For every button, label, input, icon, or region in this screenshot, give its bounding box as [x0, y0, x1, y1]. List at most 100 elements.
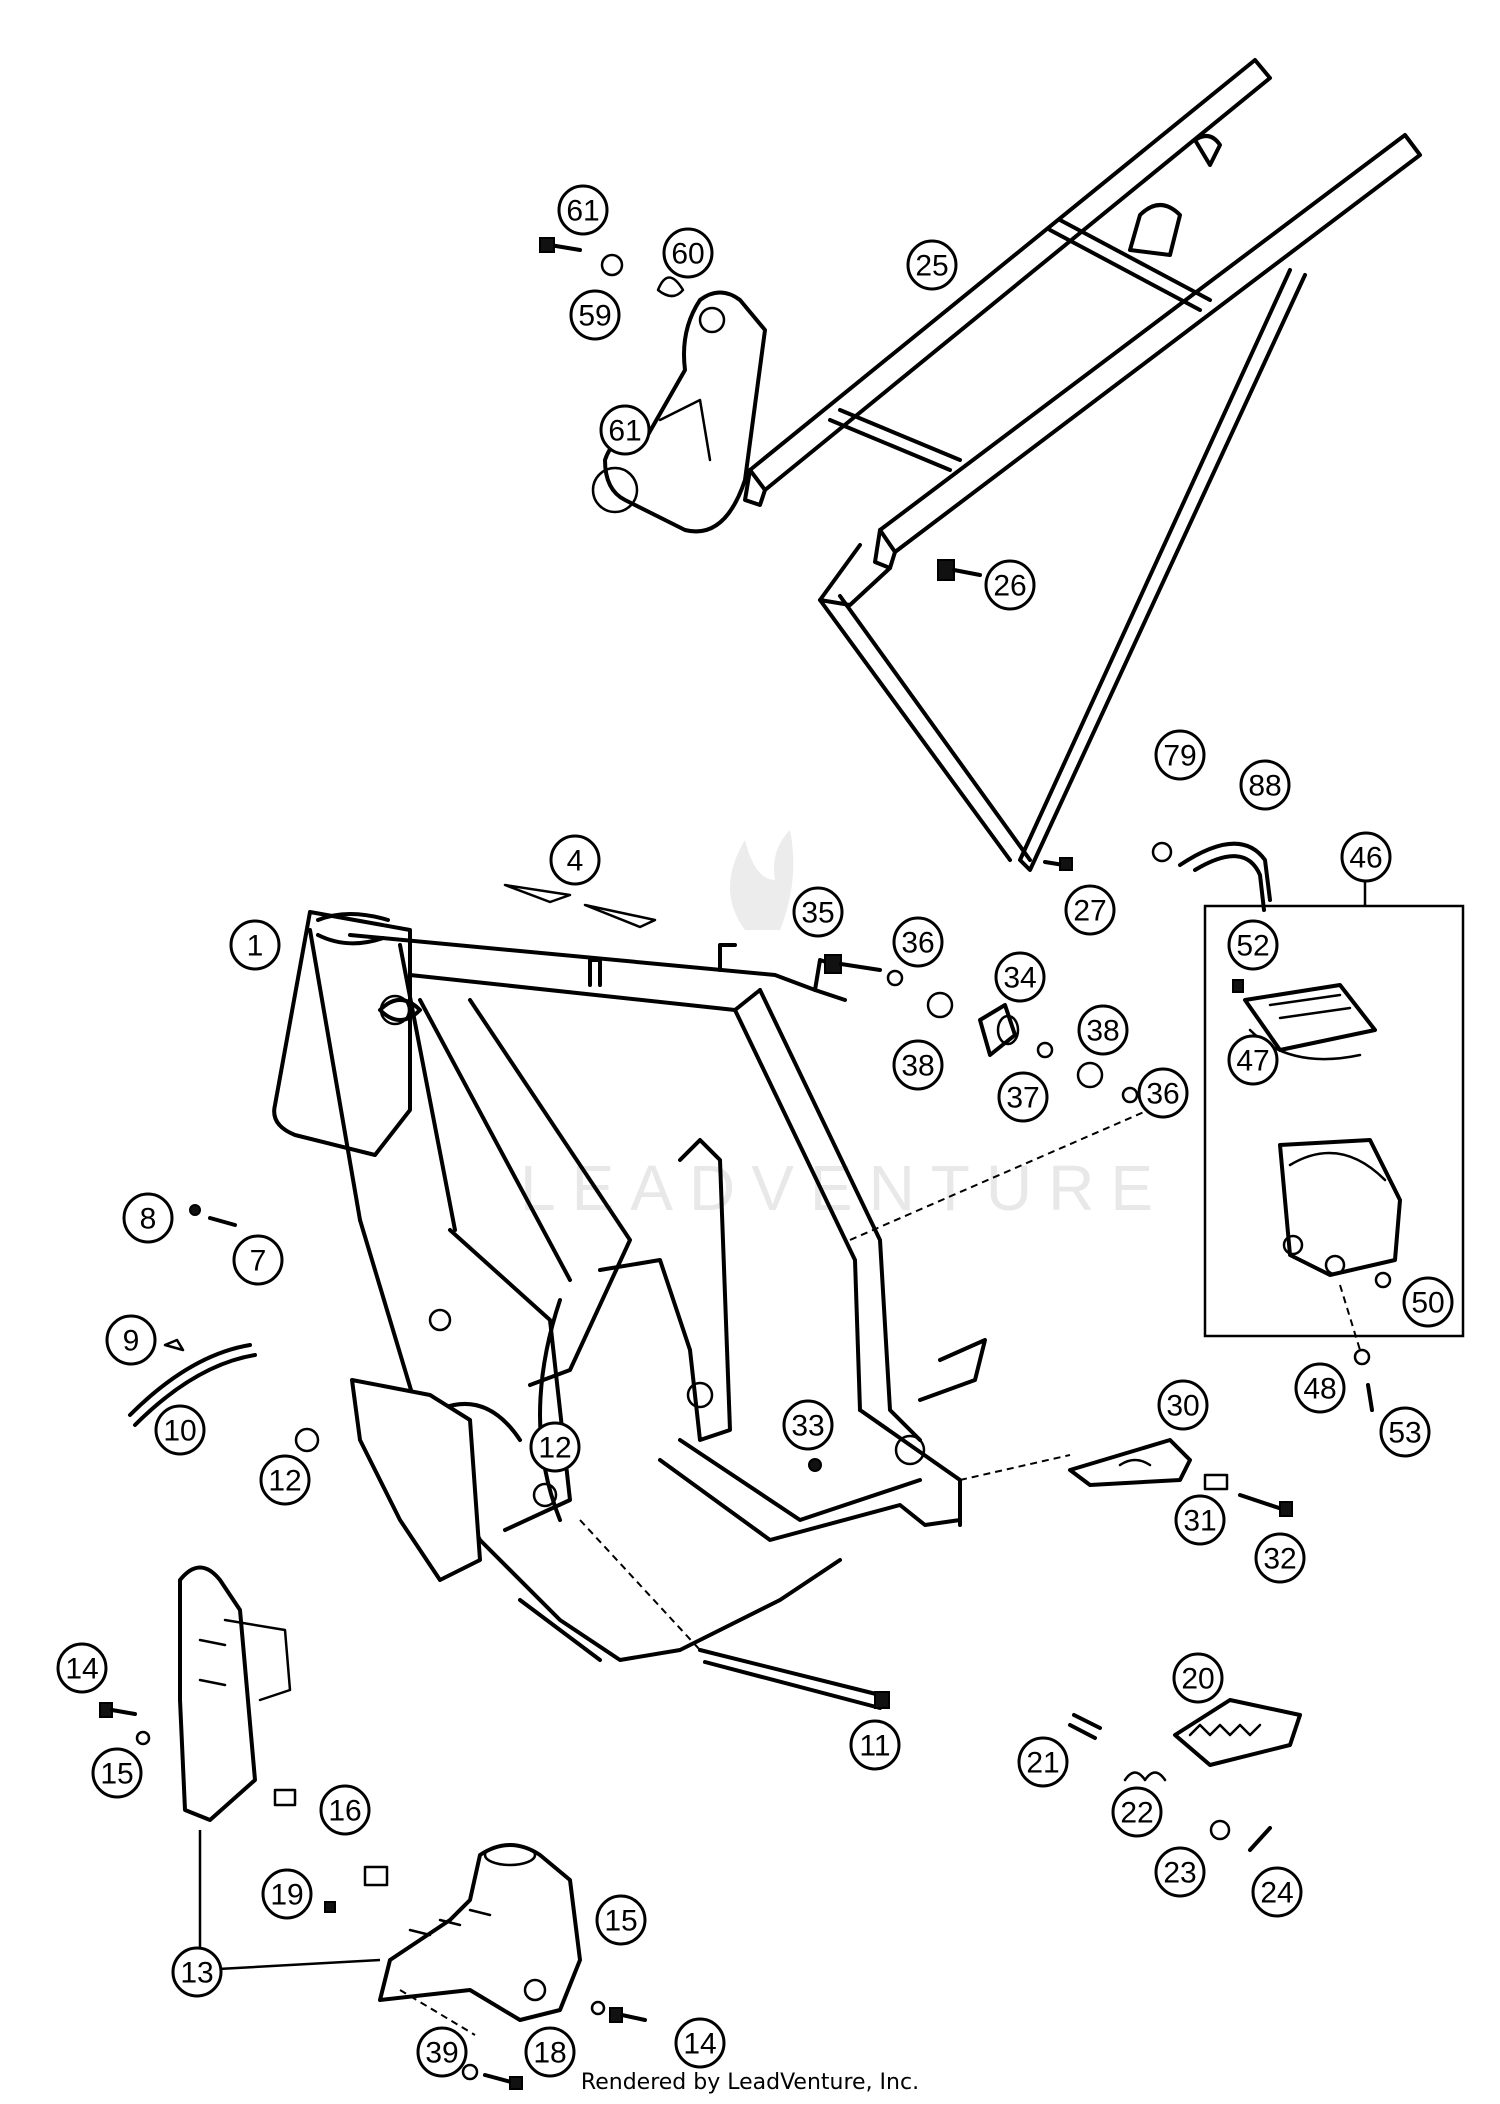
- bolt-27[interactable]: [1043, 857, 1073, 871]
- washer-23[interactable]: [1209, 1819, 1231, 1841]
- callout-36[interactable]: 36: [1137, 1067, 1189, 1119]
- cover-46[interactable]: [1243, 983, 1377, 1052]
- spacer-34[interactable]: [978, 1003, 1020, 1057]
- callout-30[interactable]: 30: [1157, 1379, 1209, 1431]
- spring-22[interactable]: [1123, 1771, 1167, 1782]
- washer-59[interactable]: [600, 253, 624, 277]
- callout-14[interactable]: 14: [56, 1642, 108, 1694]
- callout-79[interactable]: 79: [1154, 729, 1206, 781]
- callout-31[interactable]: 31: [1174, 1494, 1226, 1546]
- main-frame[interactable]: [272, 910, 987, 1662]
- callout-36[interactable]: 36: [892, 916, 944, 968]
- callout-52[interactable]: 52: [1227, 919, 1279, 971]
- bolt-53[interactable]: [1366, 1383, 1374, 1412]
- footpeg-20[interactable]: [1173, 1698, 1302, 1767]
- callout-4[interactable]: 4: [549, 834, 601, 886]
- callout-20[interactable]: 20: [1172, 1652, 1224, 1704]
- callout-47[interactable]: 47: [1227, 1034, 1279, 1086]
- cotter-pin-24[interactable]: [1248, 1826, 1272, 1852]
- callout-34[interactable]: 34: [994, 951, 1046, 1003]
- pin-21[interactable]: [1068, 1713, 1102, 1740]
- washer-36-right[interactable]: [1121, 1086, 1139, 1104]
- bolt-26[interactable]: [937, 559, 982, 581]
- callout-38[interactable]: 38: [892, 1039, 944, 1091]
- callout-26[interactable]: 26: [984, 559, 1036, 611]
- washer-39[interactable]: [461, 2063, 479, 2081]
- callout-11[interactable]: 11: [849, 1719, 901, 1771]
- callout-8[interactable]: 8: [122, 1192, 174, 1244]
- callout-35[interactable]: 35: [792, 886, 844, 938]
- callout-48[interactable]: 48: [1294, 1362, 1346, 1414]
- callout-37[interactable]: 37: [997, 1071, 1049, 1123]
- frame-guard-left[interactable]: [178, 1565, 292, 1822]
- nut-60[interactable]: [656, 276, 685, 298]
- callout-32[interactable]: 32: [1254, 1532, 1306, 1584]
- callout-25[interactable]: 25: [906, 239, 958, 291]
- callout-60[interactable]: 60: [662, 227, 714, 279]
- frame-guard-upper[interactable]: [591, 290, 767, 534]
- nut-12-center[interactable]: [532, 1482, 558, 1508]
- callout-13[interactable]: 13: [171, 1946, 223, 1998]
- callout-12[interactable]: 12: [259, 1454, 311, 1506]
- bolt-14-left[interactable]: [99, 1702, 137, 1718]
- callout-19[interactable]: 19: [261, 1868, 313, 1920]
- nut-50[interactable]: [1374, 1271, 1392, 1289]
- bolt-32[interactable]: [1238, 1493, 1293, 1517]
- callout-50[interactable]: 50: [1402, 1276, 1454, 1328]
- bolt-7[interactable]: [208, 1216, 237, 1227]
- nut-8[interactable]: [189, 1204, 201, 1216]
- rear-subframe[interactable]: [743, 58, 1422, 872]
- callout-23[interactable]: 23: [1154, 1846, 1206, 1898]
- callout-33[interactable]: 33: [782, 1399, 834, 1451]
- clamp-79[interactable]: [1151, 841, 1173, 863]
- bushing-38-left[interactable]: [926, 991, 954, 1019]
- decal-4[interactable]: [503, 883, 657, 929]
- callout-27[interactable]: 27: [1064, 884, 1116, 936]
- bushing-38-right[interactable]: [1076, 1061, 1104, 1089]
- bolt-11[interactable]: [698, 1648, 890, 1710]
- callout-14[interactable]: 14: [674, 2017, 726, 2069]
- nut-48[interactable]: [1353, 1348, 1371, 1366]
- bolt-14-right[interactable]: [609, 2007, 647, 2023]
- bolt-18[interactable]: [483, 2073, 523, 2090]
- callout-15[interactable]: 15: [595, 1894, 647, 1946]
- hose-10[interactable]: [128, 1343, 257, 1427]
- callout-53[interactable]: 53: [1379, 1406, 1431, 1458]
- nut-12-left[interactable]: [294, 1427, 320, 1453]
- frame-engine-guard[interactable]: [350, 1378, 482, 1582]
- hose-88[interactable]: [1178, 841, 1272, 912]
- callout-59[interactable]: 59: [569, 289, 621, 341]
- callout-16[interactable]: 16: [319, 1784, 371, 1836]
- housing-46[interactable]: [1278, 1138, 1402, 1277]
- callout-39[interactable]: 39: [416, 2026, 468, 2078]
- sleeve-37[interactable]: [1036, 1041, 1054, 1059]
- callout-38[interactable]: 38: [1077, 1004, 1129, 1056]
- spacer-31[interactable]: [1203, 1473, 1229, 1491]
- callout-88[interactable]: 88: [1239, 759, 1291, 811]
- callout-61[interactable]: 61: [599, 404, 651, 456]
- nut-33[interactable]: [808, 1458, 822, 1472]
- callout-1[interactable]: 1: [229, 919, 281, 971]
- washer-36-left[interactable]: [886, 969, 904, 987]
- washer-15-right[interactable]: [590, 2000, 606, 2016]
- screw-52[interactable]: [1232, 979, 1244, 993]
- callout-61[interactable]: 61: [557, 184, 609, 236]
- callout-12[interactable]: 12: [529, 1421, 581, 1473]
- washer-15-left[interactable]: [135, 1730, 151, 1746]
- bushing-16-right[interactable]: [363, 1865, 389, 1887]
- callout-22[interactable]: 22: [1111, 1786, 1163, 1838]
- frame-guard-right[interactable]: [378, 1843, 582, 2022]
- callout-15[interactable]: 15: [91, 1747, 143, 1799]
- screw-19[interactable]: [324, 1901, 336, 1913]
- callout-46[interactable]: 46: [1340, 831, 1392, 883]
- callout-9[interactable]: 9: [105, 1314, 157, 1366]
- callout-24[interactable]: 24: [1251, 1866, 1303, 1918]
- callout-10[interactable]: 10: [154, 1404, 206, 1456]
- callout-18[interactable]: 18: [524, 2026, 576, 2078]
- bracket-30[interactable]: [1068, 1438, 1192, 1487]
- bolt-61[interactable]: [539, 237, 582, 253]
- callout-21[interactable]: 21: [1017, 1736, 1069, 1788]
- bolt-35[interactable]: [824, 954, 882, 974]
- callout-7[interactable]: 7: [232, 1234, 284, 1286]
- clip-9[interactable]: [163, 1338, 185, 1352]
